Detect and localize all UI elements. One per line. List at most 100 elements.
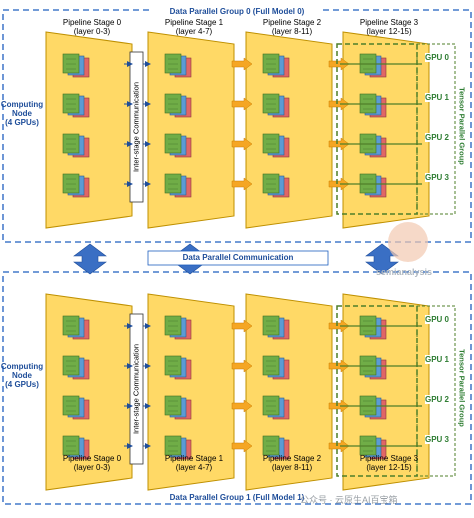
layer-green: [164, 395, 182, 416]
layer-green: [62, 133, 80, 154]
layer-green: [164, 315, 182, 336]
stage-layers-0-3: (layer 12-15): [366, 27, 412, 36]
layer-stack-0-1-1: [164, 93, 192, 118]
stage-name-0-1: Pipeline Stage 1: [164, 18, 224, 27]
tensor-label-box-1: [416, 305, 456, 477]
orange-arrow-0-2-1: [328, 97, 350, 111]
layer-stack-1-0-1: [62, 355, 90, 380]
orange-arrow-1-2-1: [328, 359, 350, 373]
layer-stack-1-1-0: [164, 315, 192, 340]
layer-stack-0-2-0: [262, 53, 290, 78]
orange-arrow-0-1-0: [231, 57, 253, 71]
layer-stack-1-1-3: [164, 435, 192, 460]
computing-node-label-0: Node: [12, 109, 32, 118]
stage-layers-0-1: (layer 4-7): [175, 27, 213, 36]
orange-arrow-0-2-2: [328, 137, 350, 151]
gpu-label-0-1: GPU 1: [425, 93, 450, 102]
layer-stack-0-2-3: [262, 173, 290, 198]
data-parallel-box: [147, 250, 329, 266]
orange-arrow-1-1-1: [231, 359, 253, 373]
stage-name-0-3: Pipeline Stage 3: [359, 18, 419, 27]
tensor-parallel-label-1: Tensor Parallel Group: [457, 349, 467, 427]
orange-arrow-1-2-0: [328, 319, 350, 333]
stage-name-1-0: Pipeline Stage 0: [62, 454, 122, 463]
orange-arrow-0-1-3: [231, 177, 253, 191]
stage-layers-1-2: (layer 8-11): [271, 463, 313, 472]
layer-green: [164, 355, 182, 376]
layer-green: [62, 355, 80, 376]
gpu-label-0-0: GPU 0: [425, 53, 450, 62]
group-title-1: Data Parallel Group 1 (Full Model 1): [152, 493, 322, 502]
layer-stack-0-2-2: [262, 133, 290, 158]
stage-name-0-0: Pipeline Stage 0: [62, 18, 122, 27]
layer-stack-1-3-3: [359, 435, 387, 460]
layer-green: [164, 133, 182, 154]
layer-green: [62, 435, 80, 456]
stage-name-1-1: Pipeline Stage 1: [164, 454, 224, 463]
layer-stack-1-3-1: [359, 355, 387, 380]
layer-stack-1-0-2: [62, 395, 90, 420]
layer-green: [262, 395, 280, 416]
layer-green: [62, 173, 80, 194]
layer-green: [262, 53, 280, 74]
gpu-label-0-3: GPU 3: [425, 173, 450, 182]
orange-arrow-1-1-0: [231, 319, 253, 333]
layer-stack-0-0-2: [62, 133, 90, 158]
orange-arrow-1-1-3: [231, 439, 253, 453]
gpu-label-0-2: GPU 2: [425, 133, 450, 142]
layer-stack-0-0-3: [62, 173, 90, 198]
layer-stack-1-1-1: [164, 355, 192, 380]
layer-green: [164, 435, 182, 456]
watermark-text: semianalysis: [376, 267, 433, 277]
data-parallel-label: Data Parallel Communication: [182, 253, 294, 262]
stage-name-0-2: Pipeline Stage 2: [262, 18, 322, 27]
layer-green: [262, 133, 280, 154]
gpu-label-1-0: GPU 0: [425, 315, 450, 324]
stage-layers-1-3: (layer 12-15): [366, 463, 412, 472]
orange-arrow-0-2-0: [328, 57, 350, 71]
group-title-0: Data Parallel Group 0 (Full Model 0): [152, 7, 322, 16]
tensor-label-box-0: [416, 43, 456, 215]
stage-name-1-2: Pipeline Stage 2: [262, 454, 322, 463]
data-parallel-arrow-right: [365, 243, 399, 275]
layer-green: [62, 315, 80, 336]
layer-green: [262, 315, 280, 336]
layer-green: [262, 435, 280, 456]
orange-arrow-1-1-2: [231, 399, 253, 413]
data-parallel-arrow-left: [73, 243, 107, 275]
computing-node-label-1: (4 GPUs): [5, 380, 39, 389]
stage-name-1-3: Pipeline Stage 3: [359, 454, 419, 463]
gpu-label-1-2: GPU 2: [425, 395, 450, 404]
layer-green: [262, 93, 280, 114]
tensor-parallel-label-0: Tensor Parallel Group: [457, 87, 467, 165]
layer-green: [164, 53, 182, 74]
layer-stack-0-1-3: [164, 173, 192, 198]
layer-stack-1-2-1: [262, 355, 290, 380]
layer-stack-0-1-0: [164, 53, 192, 78]
inter-stage-box-0: [129, 51, 144, 203]
inter-stage-label-1: Inter-stage Communication: [131, 343, 141, 435]
layer-green: [164, 93, 182, 114]
computing-node-label-0: Computing: [0, 100, 44, 109]
layer-stack-1-2-0: [262, 315, 290, 340]
layer-green: [262, 355, 280, 376]
orange-arrow-1-2-2: [328, 399, 350, 413]
orange-arrow-0-1-1: [231, 97, 253, 111]
layer-green: [62, 395, 80, 416]
gpu-label-1-1: GPU 1: [425, 355, 450, 364]
computing-node-label-0: (4 GPUs): [5, 118, 39, 127]
layer-stack-1-2-3: [262, 435, 290, 460]
layer-stack-0-2-1: [262, 93, 290, 118]
layer-green: [62, 53, 80, 74]
orange-arrow-0-2-3: [328, 177, 350, 191]
layer-stack-1-0-3: [62, 435, 90, 460]
layer-stack-0-0-1: [62, 93, 90, 118]
footer-watermark: 公众号 · 云原生AI百宝箱: [300, 495, 398, 505]
stage-layers-0-0: (layer 0-3): [73, 27, 111, 36]
layer-green: [164, 173, 182, 194]
layer-stack-1-2-2: [262, 395, 290, 420]
group-border-1: [2, 271, 472, 505]
layer-green: [62, 93, 80, 114]
watermark-logo: [388, 222, 428, 262]
